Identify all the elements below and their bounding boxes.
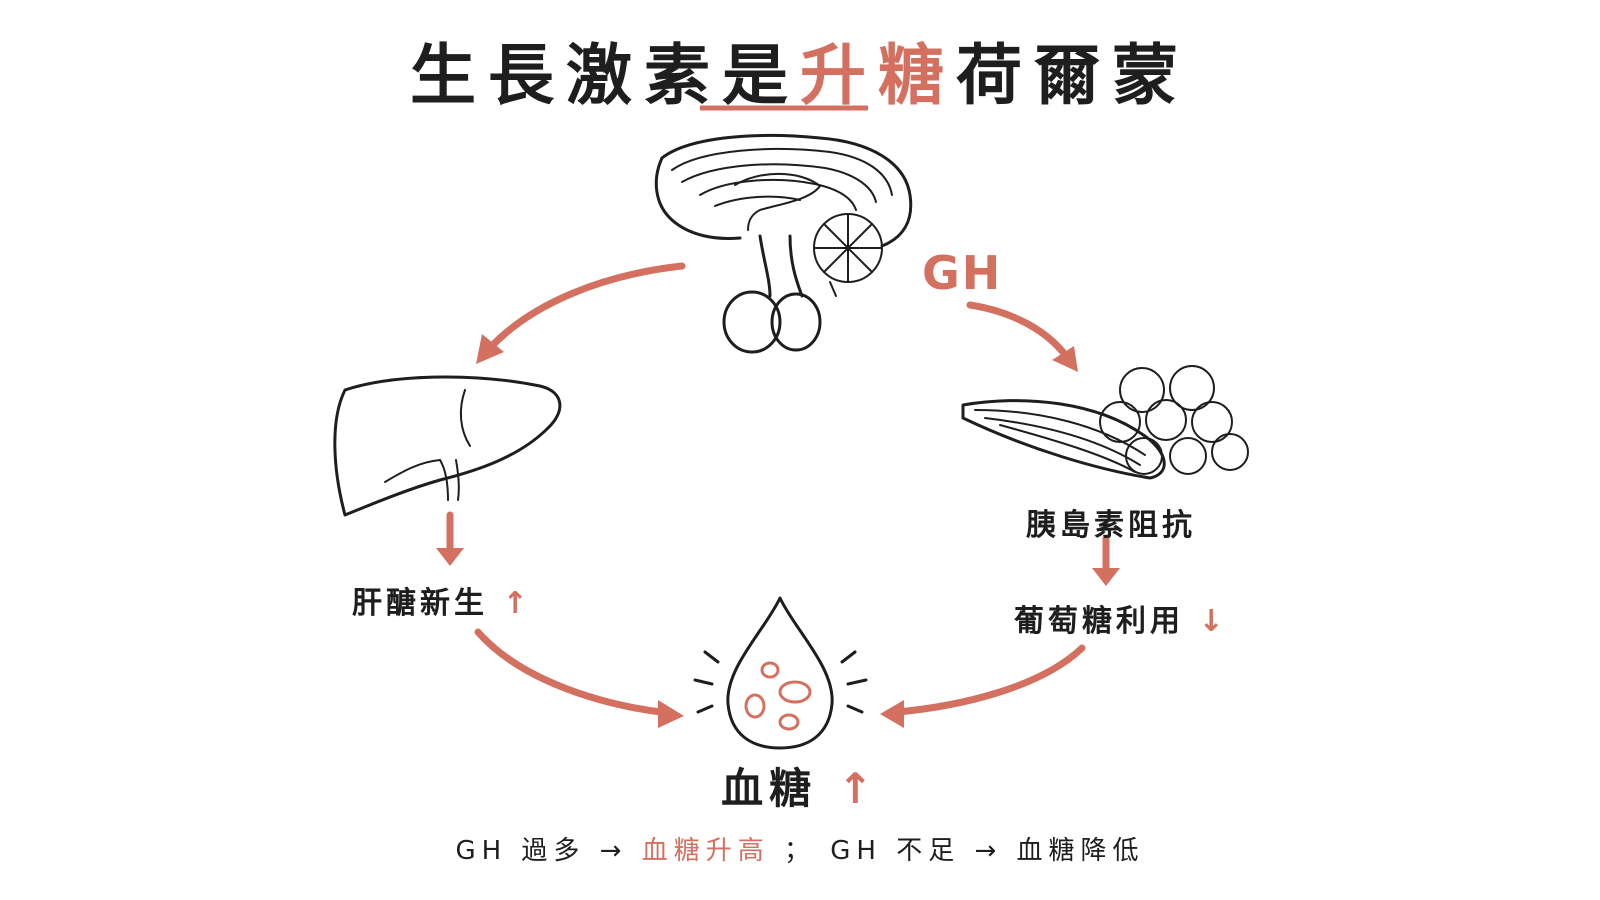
arrow-liver-down [436,511,464,566]
arrow-insulin-down [1092,534,1120,586]
up-arrow-icon: ↑ [837,764,879,813]
liver-label-text: 肝醣新生 [352,586,488,621]
title-accent: 升糖 [800,37,956,114]
liver-icon [333,375,562,517]
footer-summary: GH 過多 → 血糖升高 ； GH 不足 → 血糖降低 [0,830,1600,867]
page-title: 生長激素是升糖荷爾蒙 [0,22,1600,118]
blood-sugar-text: 血糖 [721,764,818,813]
footer-part2: ； GH 不足 → 血糖降低 [784,836,1145,866]
gh-label: GH [922,246,1003,300]
glucose-utilization-text: 葡萄糖利用 [1014,604,1184,639]
footer-part1: GH 過多 → [455,836,628,866]
down-arrow-icon: ↓ [1198,604,1228,639]
insulin-resistance-label: 胰島素阻抗 [1026,508,1196,543]
up-arrow-icon: ↑ [502,586,532,621]
arrow-muscle-to-blood [880,644,1086,728]
arrow-brain-to-liver [476,262,686,364]
fat-cells-icon [1099,365,1249,475]
arrow-liver-to-blood [474,628,684,728]
blood-sugar-label: 血糖 ↑ [0,755,1600,816]
muscle-icon [961,399,1166,480]
title-part1: 生長激素是 [410,37,800,114]
footer-accent: 血糖升高 [641,836,770,866]
liver-label: 肝醣新生 ↑ [352,578,532,622]
title-part2: 荷爾蒙 [956,37,1190,114]
glucose-utilization-label: 葡萄糖利用 ↓ [1014,596,1228,640]
brain-pituitary-icon [654,134,913,354]
arrow-gh-to-muscle [966,301,1078,372]
blood-drop-icon [693,596,868,750]
